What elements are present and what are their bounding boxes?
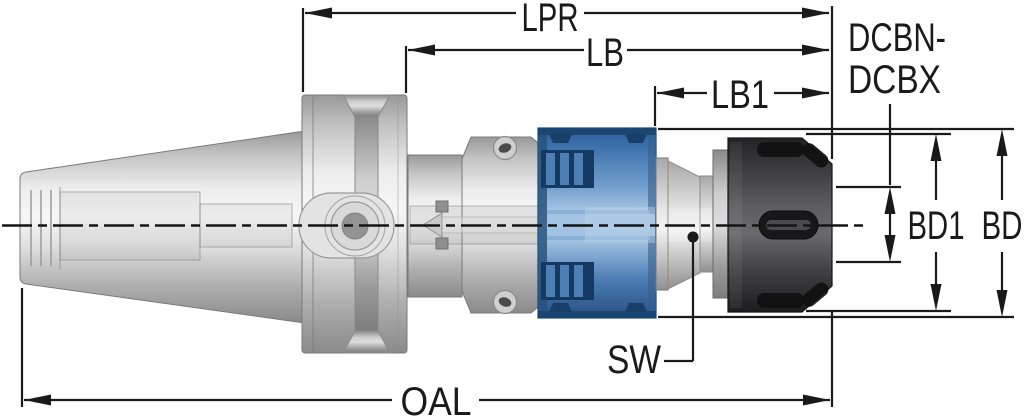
dim-lb1: LB1 [653, 73, 829, 126]
dim-lb: LB [404, 31, 829, 93]
dim-bd: BD [658, 127, 1023, 319]
bottom-notch-left [549, 303, 572, 312]
dim-label-oal: OAL [401, 380, 472, 418]
wrench-slot-top [757, 142, 804, 157]
vent-slots-top [541, 150, 594, 188]
wrench-slot-bottom-chamfer [802, 282, 829, 307]
sw-leader-dot [687, 231, 699, 243]
dim-sw: SW [607, 231, 699, 382]
dim-bd1: BD1 [806, 132, 965, 313]
wrench-slot-bottom [757, 293, 804, 308]
top-notch-right [625, 134, 647, 143]
dim-oal: OAL [20, 288, 830, 418]
neck-cone [655, 157, 715, 291]
set-screw-top [492, 135, 518, 161]
dim-label-bd: BD [982, 204, 1023, 248]
tool-holder-illustration [2, 94, 868, 354]
taper-shank [19, 130, 306, 324]
top-notch-left [549, 134, 572, 143]
set-screw-bottom [492, 289, 518, 315]
dim-label-bd1: BD1 [908, 204, 965, 248]
compensation-housing-blue [537, 127, 657, 319]
dim-label-lpr: LPR [522, 0, 579, 40]
wrench-slot-top-chamfer [802, 143, 829, 168]
dim-label-dcb-line2: DCBX [848, 58, 941, 102]
dim-label-dcb-line1: DCBN- [848, 16, 946, 60]
dim-label-lb1: LB1 [711, 73, 769, 117]
dim-lpr: LPR [301, 0, 829, 92]
dim-dcb: DCBN- DCBX [836, 16, 946, 264]
dim-label-lb: LB [586, 31, 624, 75]
vent-slots-bottom [541, 262, 594, 300]
dim-label-sw: SW [607, 338, 661, 382]
dimension-annotations: LPR LB LB1 DCBN- DCBX [20, 0, 1023, 418]
clamping-ring [712, 149, 729, 299]
bottom-notch-right [625, 303, 647, 312]
